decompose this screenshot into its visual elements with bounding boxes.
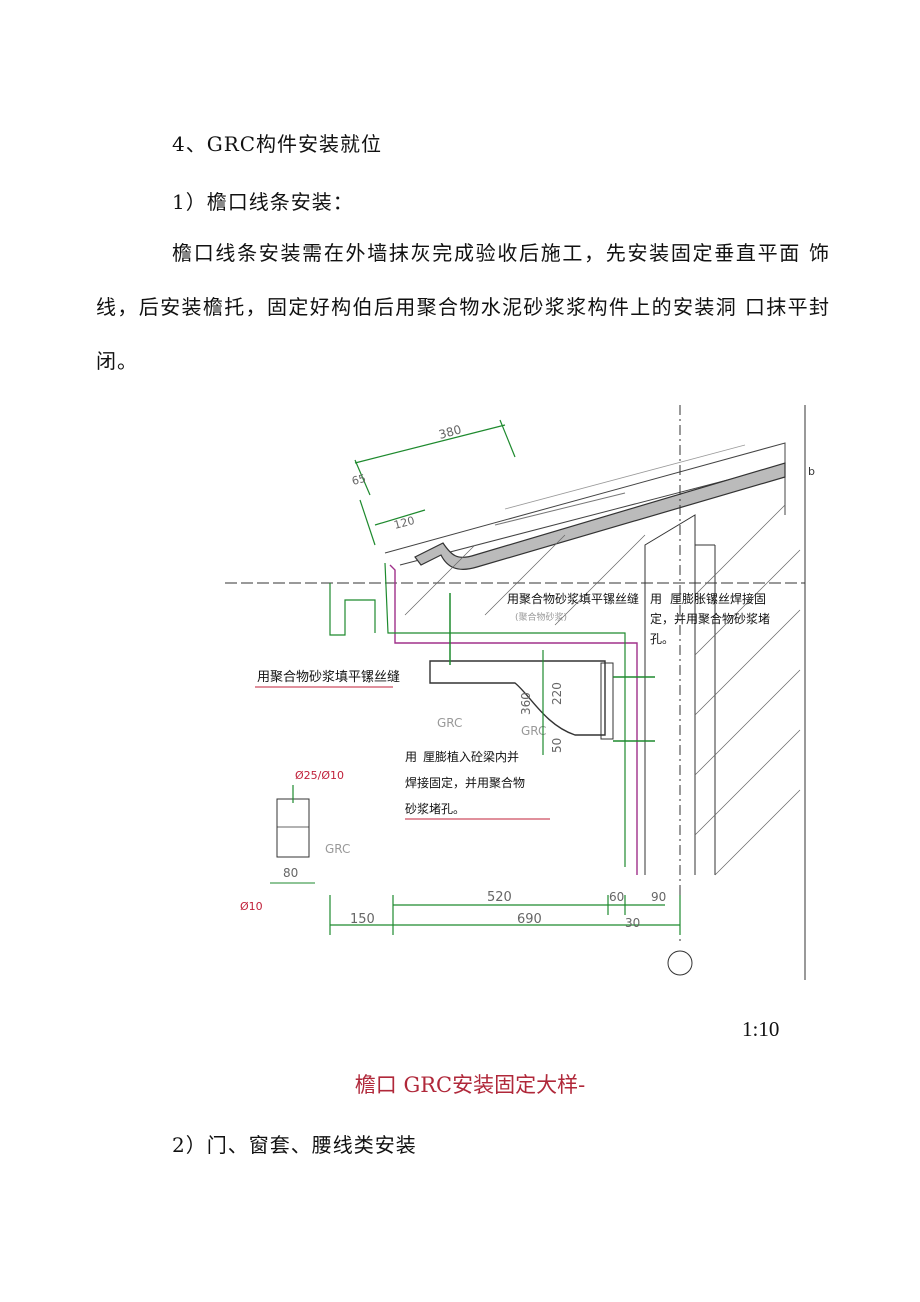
concrete-wall [225,405,806,980]
gutter-profile [329,583,376,636]
dim-65: 65 [350,472,367,488]
dim-520: 520 [487,890,512,905]
finish-outline [389,564,638,875]
figure-caption: 檐口 GRC安装固定大样- [354,1073,586,1097]
dim-30: 30 [625,916,640,930]
note-mid-3: 焊接固定，并用聚合物 [405,775,525,790]
dim-380: 380 [437,422,463,441]
dim-90: 90 [651,890,666,904]
dim-150: 150 [350,912,375,927]
dim-80: 80 [283,866,298,880]
grc-section-box [276,798,310,858]
dim-220: 220 [550,682,564,705]
dim-690: 690 [517,912,542,927]
mark-b: b1 [808,465,815,478]
wall-hatching [404,504,801,876]
grc-bracket [429,660,606,736]
note-top: 用聚合物砂浆填平镙丝缝 [507,591,639,606]
note-right-1: 用 [650,592,662,606]
bottom-dimension-lines [329,895,681,935]
rebar-b: Ø10 [240,900,263,913]
label-grc-c: GRC [325,842,350,856]
note-right-2: 厘膨胀镙丝焊接固 [670,591,766,606]
subheading-eaves: 1）檐口线条安装： [172,190,354,214]
label-grc-a: GRC [437,716,462,730]
drawing-scale: 1:10 [742,1017,780,1041]
green-outline [384,562,626,867]
note-right-4: 孔。 [650,632,674,646]
grid-axis-bubble [667,950,693,976]
rebar-note: Ø25/Ø10 [295,769,344,782]
top-dimensions [354,419,516,546]
eaves-grc-detail-drawing: 380 65 120 用聚合物砂浆填平镙丝缝 (聚合物砂浆) 用 厘膨胀镙丝焊接… [225,405,815,980]
dim-50: 50 [550,738,564,753]
section-heading: 4、GRC构件安装就位 [172,132,383,156]
note-mid-4: 砂浆堵孔。 [405,801,465,816]
insulation-layer [414,462,786,570]
body-paragraph: 檐口线条安装需在外墙抹灰完成验收后施工，先安装固定垂直平面 饰线，后安装檐托，固… [96,241,830,373]
note-top-small: (聚合物砂浆) [515,611,567,623]
note-right-3: 定，并用聚合物砂浆堵 [650,611,770,626]
label-grc-b: GRC [521,724,546,738]
dim-360: 360 [519,692,533,715]
dim-120: 120 [392,514,416,532]
anchor-plate [600,662,614,740]
note-left: 用聚合物砂浆填平镙丝缝 [257,670,400,685]
note-mid-2: 厘膨植入砼梁内并 [423,749,519,764]
dim-60: 60 [609,890,624,904]
note-mid-1: 用 [405,750,417,764]
subheading-door-window: 2）门、窗套、腰线类安装 [172,1133,417,1157]
